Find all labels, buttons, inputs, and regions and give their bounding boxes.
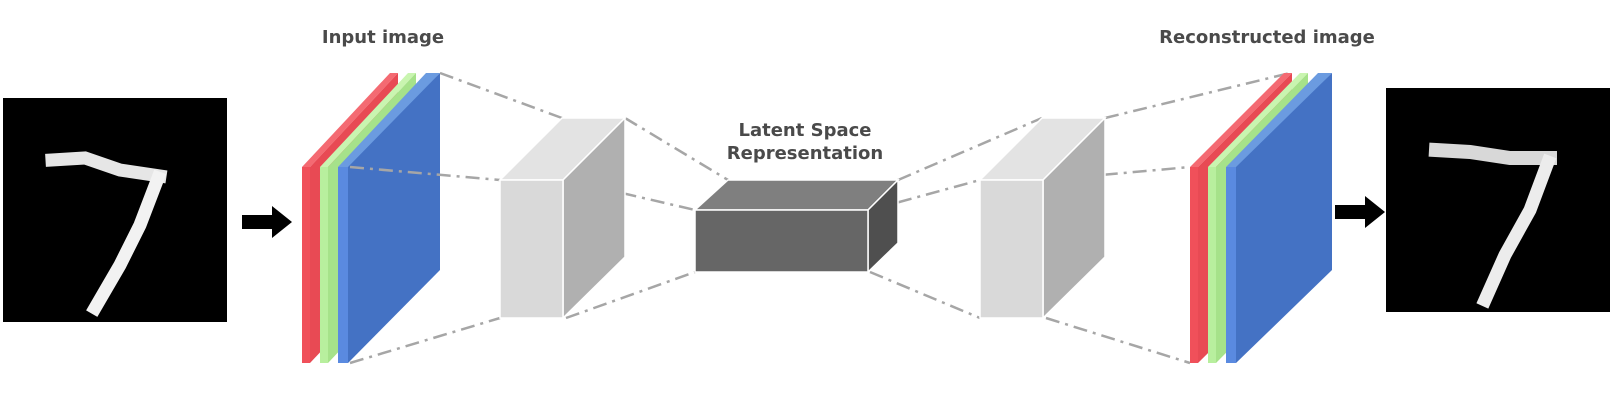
output-blue-layer <box>1226 73 1332 363</box>
input-digit-image <box>3 98 227 322</box>
output-digit-image <box>1386 88 1610 312</box>
output-layer-stack <box>1190 73 1332 363</box>
input-image-label: Input image <box>322 27 444 48</box>
arrow-right-icon <box>1335 196 1385 228</box>
latent-label-line1: Latent Space <box>739 120 872 141</box>
encoder-block <box>498 116 627 320</box>
reconstructed-image-label: Reconstructed image <box>1159 27 1375 48</box>
latent-space-block <box>693 178 900 274</box>
input-blue-layer <box>338 73 440 363</box>
input-layer-stack <box>302 73 440 363</box>
digit-seven-icon <box>1428 142 1557 309</box>
digit-seven-icon <box>45 151 168 317</box>
decoder-block <box>978 116 1107 320</box>
latent-label-line2: Representation <box>727 143 883 164</box>
arrow-right-icon <box>242 206 292 238</box>
